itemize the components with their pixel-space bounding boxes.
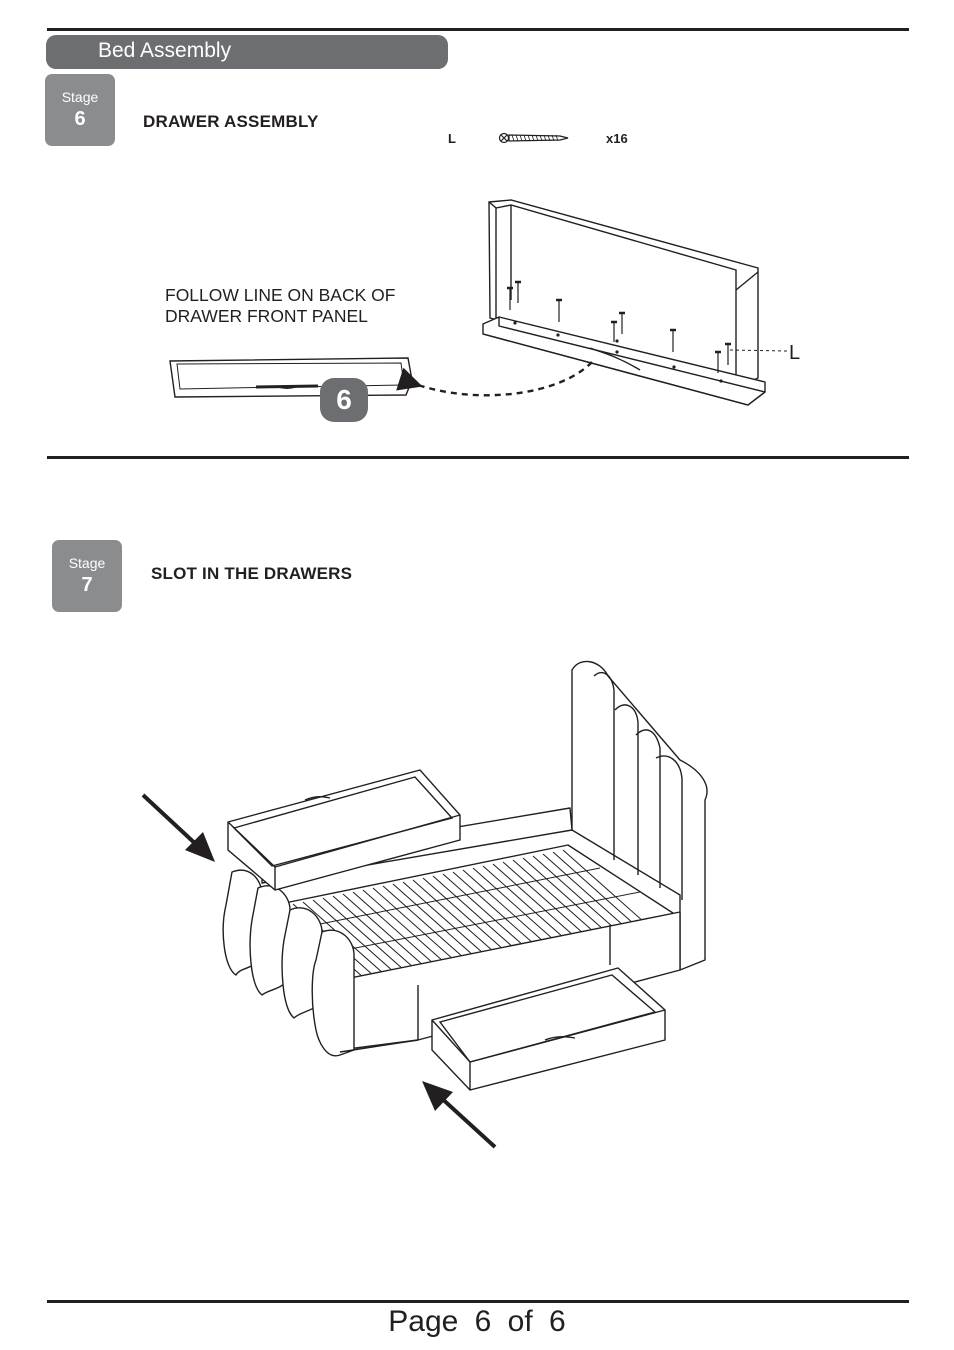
stage-6-number: 6 [74,108,86,130]
screw-part-label: L [448,131,456,146]
insert-arrow-lower-icon [422,1081,497,1149]
stage-7-word: Stage [68,555,106,571]
drawer-upper [227,769,461,891]
note-line-1: FOLLOW LINE ON BACK OF [165,285,396,305]
top-rule [47,28,909,31]
drawer-lower [431,967,666,1091]
screw-callout-label: L [789,342,801,364]
drawer-box-diagram [482,199,788,406]
bottom-rule [47,1300,909,1303]
note-line-2: DRAWER FRONT PANEL [165,306,368,326]
page-number: Page 6 of 6 [388,1305,566,1338]
stage-7-number: 7 [81,574,93,596]
diagram-step-number: 6 [320,378,368,422]
stage-6-badge: Stage 6 [45,74,115,146]
section-header: Bed Assembly [46,35,448,69]
drawer-front-panel [169,357,413,398]
drawer-front-note: FOLLOW LINE ON BACK OF DRAWER FRONT PANE… [165,285,395,327]
dashed-arrow [396,361,593,397]
stage-6-title: DRAWER ASSEMBLY [143,112,319,131]
stage-6-word: Stage [61,89,99,105]
screw-quantity: x16 [606,131,628,146]
stage-7-badge: Stage 7 [52,540,122,612]
stage-7-title: SLOT IN THE DRAWERS [151,564,353,583]
section-divider [47,456,909,459]
insert-arrow-upper-icon [141,793,215,862]
section-header-title: Bed Assembly [98,39,232,62]
screw-icon [498,132,569,144]
